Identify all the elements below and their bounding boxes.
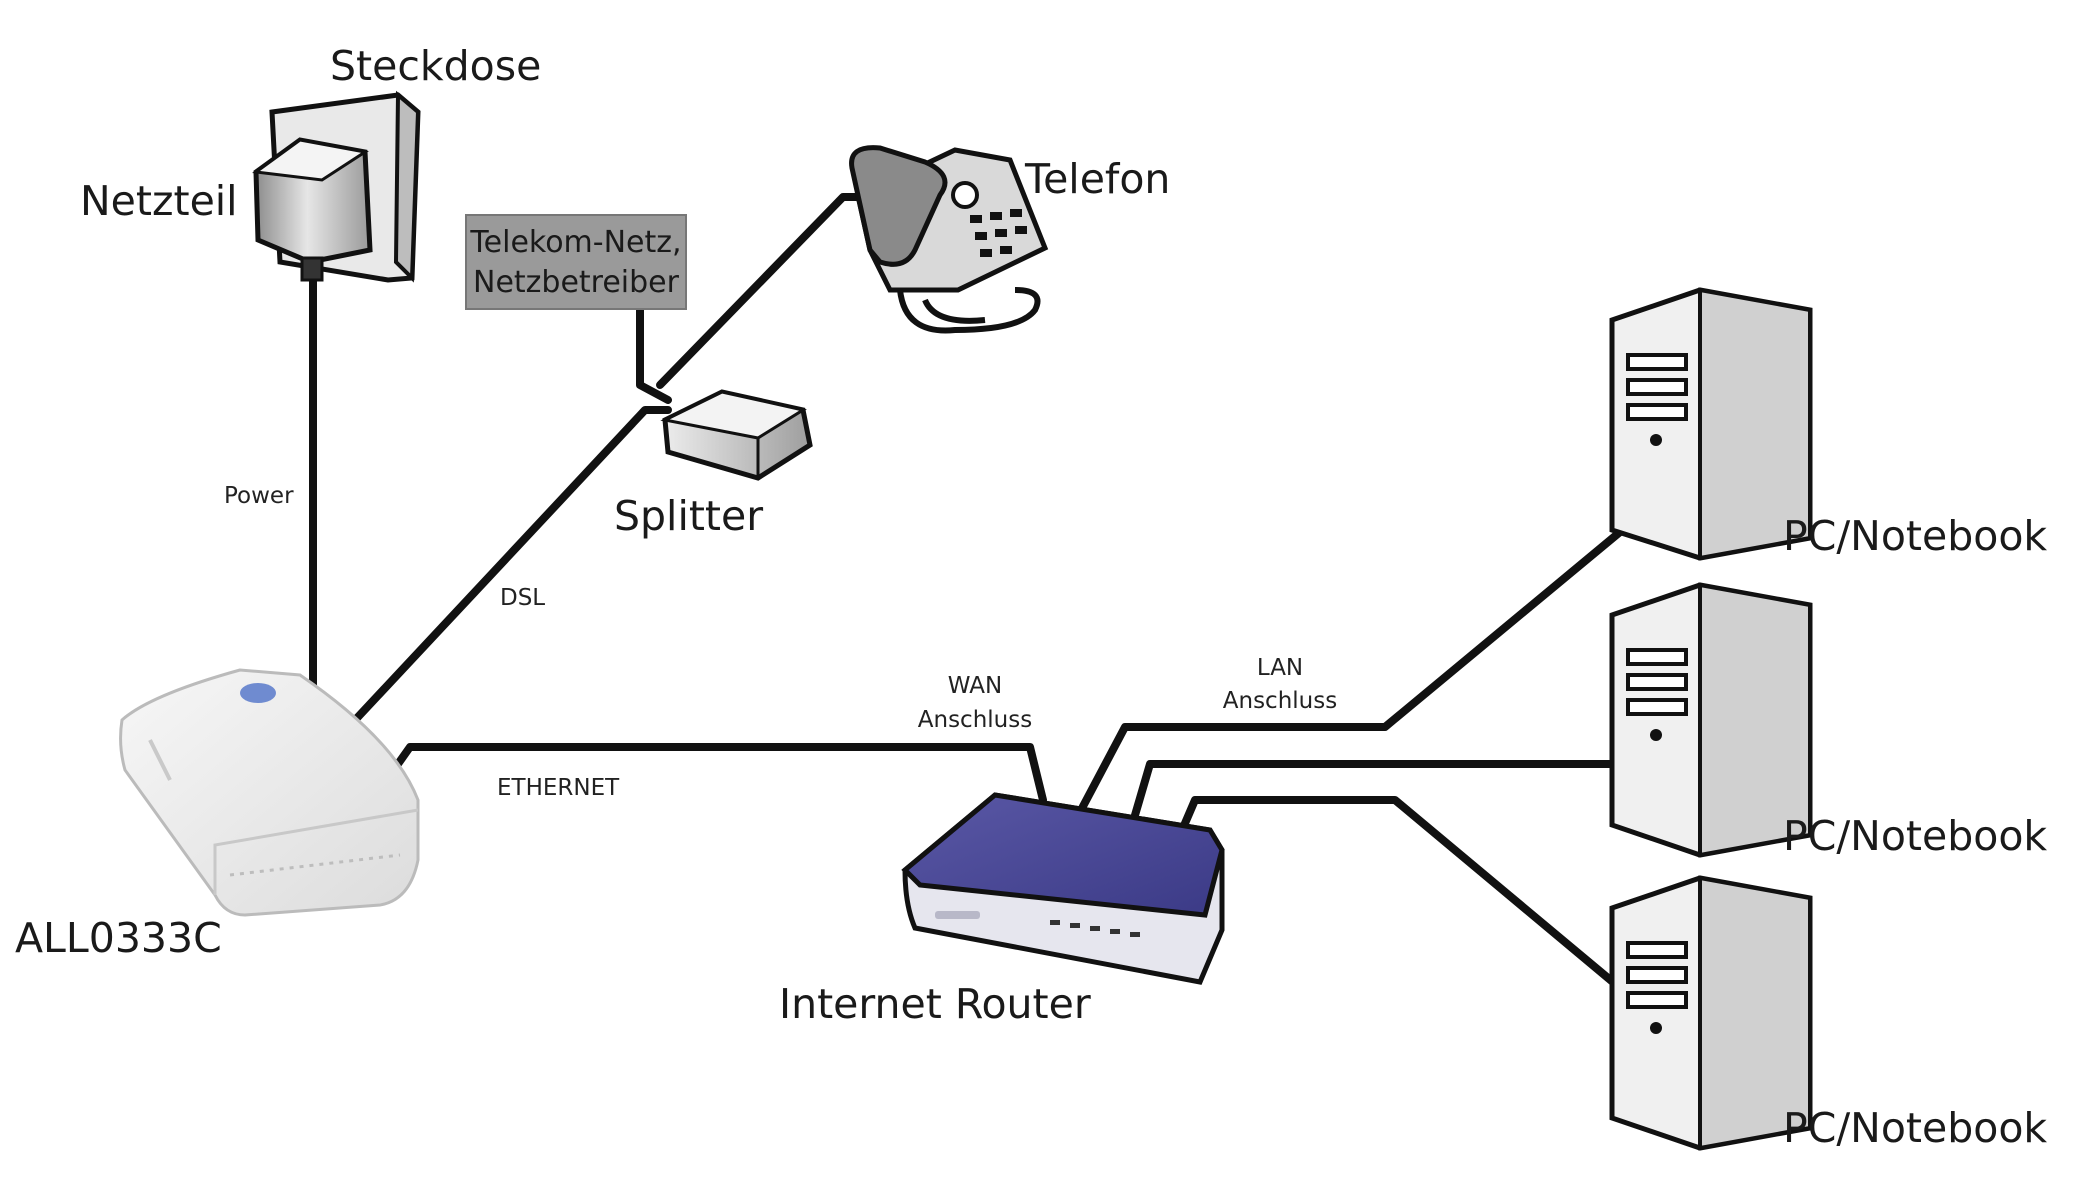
pc-tower-icon [1609, 287, 1813, 561]
lan-cable-1 [1076, 528, 1624, 816]
splitter-label: Splitter [614, 492, 763, 540]
telephone-icon [849, 145, 1049, 334]
ethernet-cable [389, 743, 1047, 804]
ethernet-label: ETHERNET [497, 775, 620, 801]
pc-tower-icon [1609, 582, 1813, 858]
telekom-network-box: Telekom-Netz, Netzbetreiber [465, 214, 687, 310]
power-adapter-icon [252, 137, 373, 282]
lan-cable-2 [1129, 760, 1624, 826]
pc-label-3: PC/Notebook [1783, 1104, 2047, 1152]
splitter-icon [660, 389, 813, 481]
pc-label-1: PC/Notebook [1783, 512, 2047, 560]
telekom-label-line2: Netzbetreiber [473, 265, 680, 300]
lan-cable-3 [1179, 796, 1624, 992]
router-icon [901, 792, 1225, 985]
telekom-label-line1: Telekom-Netz, [469, 225, 681, 260]
netzteil-label: Netzteil [80, 177, 238, 225]
modem-label: ALL0333C [15, 914, 222, 962]
dsl-cable [339, 406, 672, 737]
lan-label-line2: Anschluss [1223, 688, 1337, 714]
telekom-splitter-cable [636, 306, 672, 404]
splitter-phone-cable [656, 193, 862, 389]
pc-tower-icon [1609, 875, 1813, 1151]
dsl-modem-icon [119, 668, 420, 917]
wan-label-line1: WAN [948, 673, 1002, 699]
pc-label-2: PC/Notebook [1783, 812, 2047, 860]
cables [309, 193, 1624, 992]
steckdose-label: Steckdose [330, 42, 541, 90]
telefon-label: Telefon [1024, 155, 1170, 203]
lan-label-line1: LAN [1257, 655, 1303, 681]
dsl-label: DSL [500, 585, 545, 611]
wan-label-line2: Anschluss [918, 707, 1032, 733]
router-label: Internet Router [779, 980, 1091, 1028]
power-label: Power [224, 483, 294, 509]
